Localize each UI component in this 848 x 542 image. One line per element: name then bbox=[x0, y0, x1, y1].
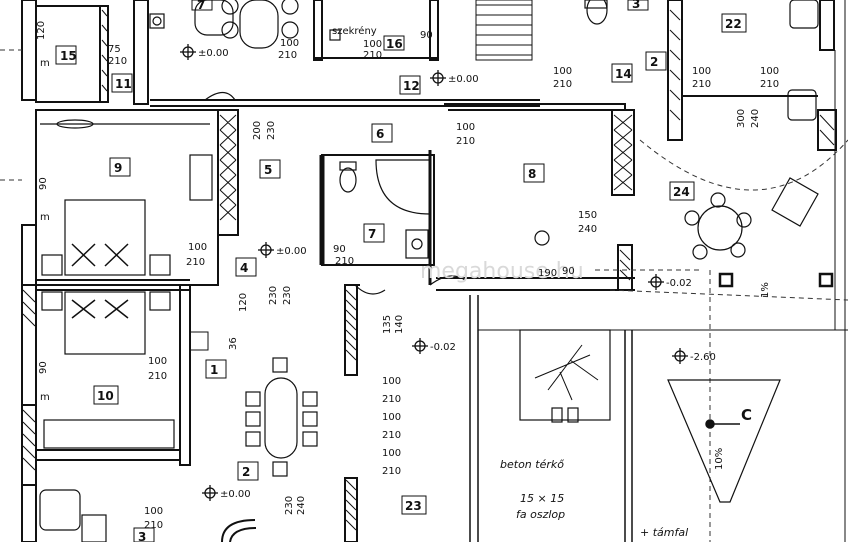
room-8-label: 8 bbox=[528, 167, 536, 181]
door-dim-height: 210 bbox=[456, 136, 475, 147]
note-m: m bbox=[40, 392, 50, 403]
room-11-label: 11 bbox=[115, 77, 132, 91]
door-dim-height: 210 bbox=[692, 79, 711, 90]
note-size: 15 × 15 bbox=[520, 492, 564, 505]
room-16-label: 16 bbox=[386, 37, 403, 51]
elevation-label: ±0.00 bbox=[276, 246, 307, 257]
walls bbox=[21, 0, 848, 542]
room-1-label: 1 bbox=[210, 363, 218, 377]
room-5-label: 5 bbox=[264, 163, 272, 177]
window-dim: 135 bbox=[382, 315, 393, 334]
door-dim-height: 210 bbox=[186, 257, 205, 268]
room-2-label: 2 bbox=[242, 465, 250, 479]
room-6-label: 6 bbox=[376, 127, 384, 141]
door-dim-height: 210 bbox=[760, 79, 779, 90]
window-dim: 230 bbox=[268, 286, 279, 305]
door-dim-width: 90 bbox=[420, 30, 433, 41]
window-dim: 240 bbox=[750, 109, 761, 128]
door-dim-width: 90 bbox=[333, 244, 346, 255]
room-2-top-label: 2 bbox=[650, 55, 658, 69]
elevation-label: -2.60 bbox=[690, 352, 716, 363]
wall-hatching bbox=[22, 9, 835, 531]
note-beton-terko: beton térkő bbox=[500, 458, 564, 471]
room-7-label: 7 bbox=[368, 227, 376, 241]
note-90: 90 bbox=[38, 177, 49, 190]
elevation-label: -0.02 bbox=[430, 342, 456, 353]
stack-dim: 100 bbox=[382, 412, 401, 423]
door-dim-width: 100 bbox=[188, 242, 207, 253]
room-3-top-label: 3 bbox=[632, 0, 640, 11]
door-dim-width: 100 bbox=[280, 38, 299, 49]
dashed-lines bbox=[0, 49, 848, 542]
room-22-label: 22 bbox=[725, 17, 742, 31]
room-9-label: 9 bbox=[114, 161, 122, 175]
door-dim-width: 100 bbox=[456, 122, 475, 133]
door-dim-height: 240 bbox=[578, 224, 597, 235]
note-90: 90 bbox=[38, 361, 49, 374]
door-dim-width: 100 bbox=[760, 66, 779, 77]
room-24-label: 24 bbox=[673, 185, 690, 199]
door-dim-width: 90 bbox=[562, 266, 575, 277]
door-dim-width: 100 bbox=[692, 66, 711, 77]
window-dim: 230 bbox=[284, 496, 295, 515]
stack-dim: 210 bbox=[382, 466, 401, 477]
room-12-label: 12 bbox=[403, 79, 420, 93]
note-szekreny: szekrény bbox=[332, 25, 377, 37]
elevation-label: ±0.00 bbox=[448, 74, 479, 85]
note-tamfal: + támfal bbox=[640, 526, 688, 539]
door-dim-height: 210 bbox=[148, 371, 167, 382]
door-dim-height: 210 bbox=[363, 50, 382, 61]
stack-dim: 100 bbox=[382, 448, 401, 459]
window-dim: 240 bbox=[296, 496, 307, 515]
note-120: 120 bbox=[36, 21, 47, 40]
note-slope: 10% bbox=[714, 448, 725, 470]
door-dim-width: 75 bbox=[108, 44, 121, 55]
window-dim: 230 bbox=[282, 286, 293, 305]
room-number-frames bbox=[55, 0, 747, 542]
elevation-label: -0.02 bbox=[666, 278, 692, 289]
stack-dim: 210 bbox=[382, 430, 401, 441]
watermark: megahouse.hu bbox=[420, 259, 584, 284]
window-dim: 300 bbox=[736, 109, 747, 128]
window-dim: 120 bbox=[238, 293, 249, 312]
elevation-label: ±0.00 bbox=[198, 48, 229, 59]
room-15-label: 15 bbox=[60, 49, 77, 63]
door-dim-height: 210 bbox=[553, 79, 572, 90]
room-10-label: 10 bbox=[97, 389, 114, 403]
door-dim-width: 100 bbox=[363, 39, 382, 50]
door-dim-height: 210 bbox=[108, 56, 127, 67]
section-mark-label: C bbox=[741, 406, 752, 424]
section-mark bbox=[705, 419, 740, 429]
stack-dim: 210 bbox=[382, 394, 401, 405]
elevation-markers bbox=[180, 44, 688, 501]
window-dim: 36 bbox=[228, 337, 239, 350]
room-23-label: 23 bbox=[405, 499, 422, 513]
note-m: m bbox=[40, 58, 50, 69]
note-190: 190 bbox=[538, 268, 557, 279]
furniture bbox=[39, 0, 819, 542]
room-3-label: 3 bbox=[138, 530, 146, 542]
window-dim: 230 bbox=[266, 121, 277, 140]
door-dim-width: 150 bbox=[578, 210, 597, 221]
room-7-top-label: 7 bbox=[197, 0, 205, 12]
door-dim-width: 100 bbox=[148, 356, 167, 367]
note-one-pct: 1% bbox=[760, 282, 771, 298]
window-dim: 140 bbox=[394, 315, 405, 334]
window-dim: 200 bbox=[252, 121, 263, 140]
door-dim-height: 210 bbox=[278, 50, 297, 61]
room-4-label: 4 bbox=[240, 261, 248, 275]
room-14-label: 14 bbox=[615, 67, 632, 81]
door-dim-height: 210 bbox=[335, 256, 354, 267]
note-fa-oszlop: fa oszlop bbox=[516, 508, 565, 521]
elevation-label: ±0.00 bbox=[220, 489, 251, 500]
stack-dim: 100 bbox=[382, 376, 401, 387]
note-m: m bbox=[40, 212, 50, 223]
door-dim-width: 100 bbox=[553, 66, 572, 77]
door-dim-height: 210 bbox=[144, 520, 163, 531]
door-dim-width: 100 bbox=[144, 506, 163, 517]
